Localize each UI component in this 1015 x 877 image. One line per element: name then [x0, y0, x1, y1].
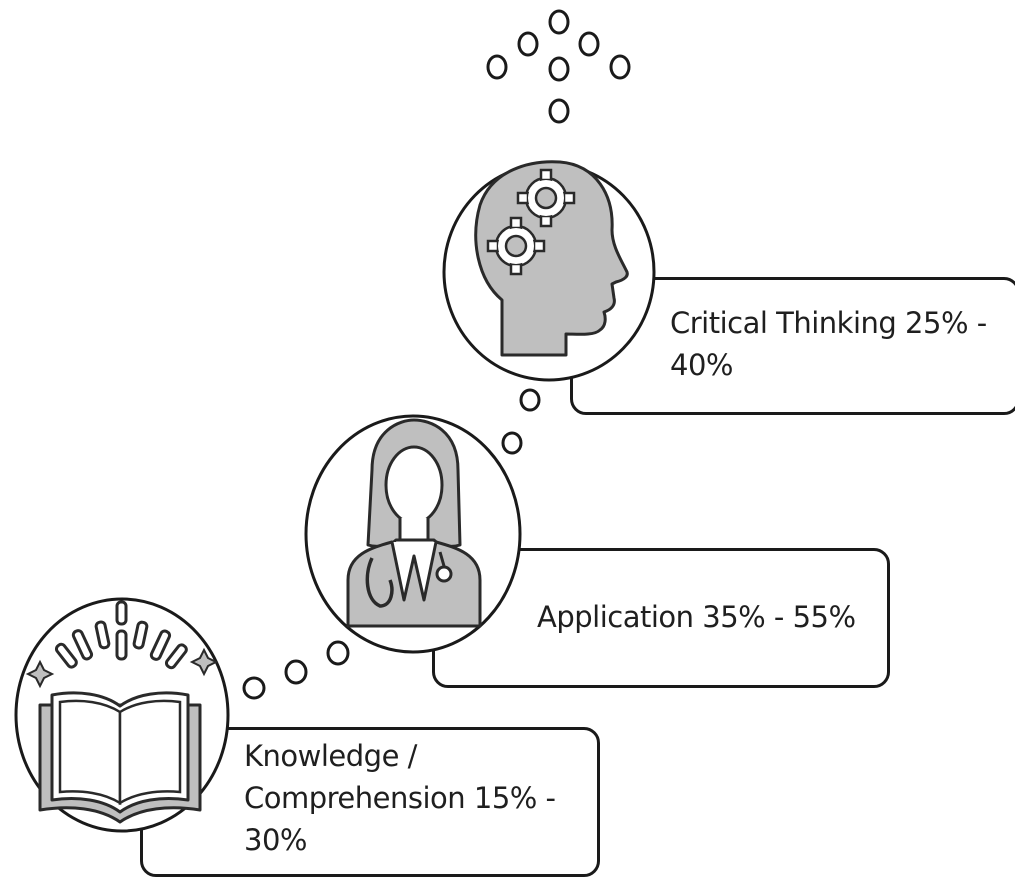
open-book-icon	[25, 600, 219, 824]
bubble-dot	[242, 676, 266, 700]
bubble-dots-middle	[501, 388, 541, 455]
bubble-dot	[548, 56, 570, 82]
gear-icon	[486, 216, 546, 276]
bubble-dots-top	[486, 9, 631, 124]
bubble-dot	[326, 640, 350, 666]
bubble-dot	[486, 54, 508, 80]
application-node	[304, 414, 522, 654]
bubble-dot	[548, 9, 570, 35]
knowledge-label: Knowledge / Comprehension 15% - 30%	[244, 739, 556, 857]
critical-thinking-label: Critical Thinking 25% - 40%	[670, 306, 987, 382]
critical-thinking-node	[442, 160, 656, 382]
head-gears-icon	[474, 160, 629, 357]
bubble-dots-lower	[242, 640, 350, 700]
bubble-dot	[284, 659, 308, 685]
bubble-dot	[609, 54, 631, 80]
bubble-dot	[578, 31, 600, 57]
gear-icon	[516, 168, 576, 228]
bubble-dot	[501, 431, 523, 455]
doctor-icon	[346, 418, 482, 628]
knowledge-node	[14, 597, 230, 833]
bubble-dot	[517, 31, 539, 57]
application-label: Application 35% - 55%	[537, 600, 856, 634]
bubble-dot	[519, 388, 541, 412]
bubble-dot	[548, 98, 570, 124]
